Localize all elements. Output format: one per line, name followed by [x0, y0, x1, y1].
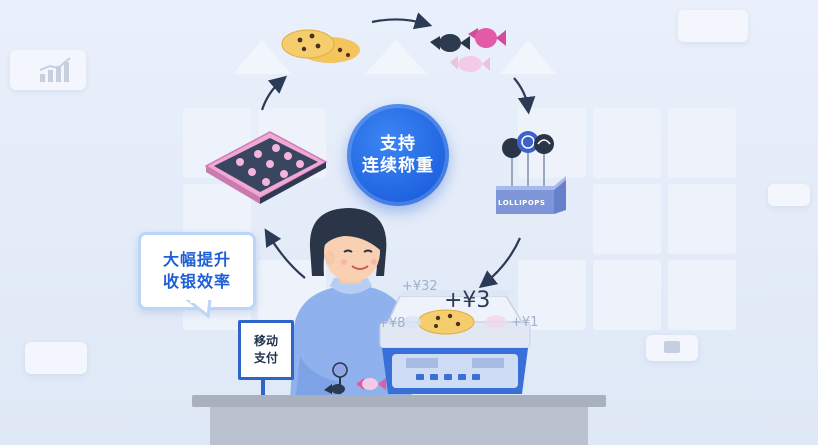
- weighing-scale: [379, 290, 531, 394]
- ghost-bubble: [25, 342, 87, 374]
- sign-pole: [261, 377, 265, 395]
- candies-icon: [430, 28, 506, 72]
- ghost-chart-bubble: [10, 50, 86, 90]
- price-left: +¥8: [378, 316, 406, 331]
- counter-candies-icon: [324, 362, 386, 394]
- lollipop-box-icon: [496, 131, 566, 214]
- biscuit-tray-icon: [204, 131, 328, 204]
- sign-line-2: 支付: [253, 351, 278, 365]
- cashier-person: [290, 208, 412, 402]
- efficiency-callout: 大幅提升 收银效率: [138, 232, 256, 310]
- cookies-icon: [281, 29, 360, 63]
- ghost-bubble: [678, 10, 748, 42]
- lollipop-box-label: LOLLIPOPS: [498, 199, 546, 207]
- price-main: +¥3: [444, 288, 491, 313]
- continuous-weighing-badge: 支持 连续称重: [347, 104, 449, 206]
- ghost-bubble: [768, 184, 810, 206]
- ghost-tv-bubble: [646, 335, 698, 361]
- callout-line-1: 大幅提升: [162, 250, 231, 269]
- callout-line-2: 收银效率: [162, 272, 231, 291]
- mobile-payment-sign: 移动 支付: [238, 320, 294, 380]
- sign-line-1: 移动: [253, 334, 278, 348]
- callout-tail: [186, 300, 212, 319]
- badge-line-1: 支持: [380, 134, 416, 154]
- price-top: +¥32: [402, 279, 438, 294]
- bar-chart-icon: [39, 57, 71, 82]
- price-right: +¥1: [511, 315, 539, 330]
- tv-icon: [664, 341, 680, 353]
- counter-top: [192, 395, 606, 407]
- counter-body: [210, 407, 588, 445]
- badge-line-2: 连续称重: [362, 156, 434, 176]
